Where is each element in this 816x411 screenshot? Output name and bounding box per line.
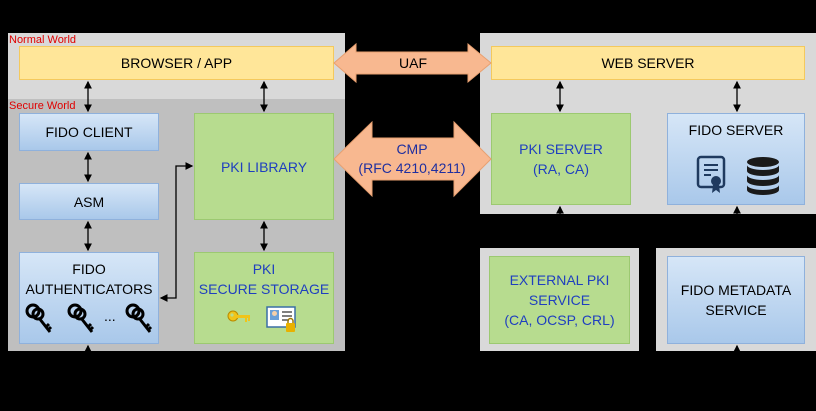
- fido-client-box: FIDO CLIENT: [19, 113, 159, 151]
- fido-client-label: FIDO CLIENT: [45, 124, 133, 140]
- pki-server-label-2: (RA, CA): [533, 161, 589, 177]
- cmp-label-line2: (RFC 4210,4211): [358, 160, 466, 176]
- fido-metadata-label-1: FIDO METADATA: [680, 282, 792, 298]
- fido-authenticators-box: FIDO AUTHENTICATORS: [19, 252, 159, 344]
- ellipsis-text: ...: [104, 308, 116, 324]
- pki-storage-label-1: PKI: [252, 261, 276, 277]
- cmp-label-line1: CMP: [396, 141, 428, 157]
- secure-world-label: Secure World: [9, 100, 76, 112]
- pki-library-box: PKI LIBRARY: [194, 113, 334, 220]
- id-card-icon: [266, 306, 296, 332]
- normal-world-label: Normal World: [9, 34, 77, 46]
- pki-secure-storage-box: PKI SECURE STORAGE: [194, 252, 334, 344]
- cmp-arrow-label: CMP (RFC 4210,4211): [352, 140, 472, 178]
- external-pki-label-3: (CA, OCSP, CRL): [504, 312, 615, 328]
- fido-authenticators-label-1: FIDO: [72, 261, 106, 277]
- key-icon: [125, 303, 153, 333]
- pki-server-box: PKI SERVER (RA, CA): [491, 113, 631, 205]
- fido-server-label: FIDO SERVER: [688, 122, 784, 138]
- certificate-icon: [696, 155, 726, 193]
- key-icon: [227, 310, 250, 322]
- browser-app-box: BROWSER / APP: [19, 46, 334, 80]
- key-icon: [25, 303, 53, 333]
- browser-app-label: BROWSER / APP: [120, 55, 233, 71]
- database-icon: [747, 157, 779, 195]
- web-server-box: WEB SERVER: [491, 46, 805, 80]
- pki-storage-label-2: SECURE STORAGE: [198, 281, 330, 297]
- pki-library-label: PKI LIBRARY: [220, 158, 308, 175]
- uaf-arrow-label: UAF: [399, 55, 427, 71]
- asm-box: ASM: [19, 183, 159, 220]
- asm-label: ASM: [73, 193, 105, 210]
- key-icon: [67, 303, 95, 333]
- external-pki-label-1: EXTERNAL PKI: [509, 272, 610, 288]
- external-pki-label-2: SERVICE: [528, 292, 591, 308]
- web-server-label: WEB SERVER: [601, 55, 695, 71]
- external-pki-service-box: EXTERNAL PKI SERVICE (CA, OCSP, CRL): [489, 256, 630, 344]
- fido-metadata-label-2: SERVICE: [705, 302, 767, 318]
- fido-server-box: FIDO SERVER: [667, 113, 805, 205]
- fido-authenticators-label-2: AUTHENTICATORS: [25, 281, 153, 297]
- fido-metadata-service-box: FIDO METADATA SERVICE: [667, 256, 805, 344]
- pki-server-label-1: PKI SERVER: [519, 141, 603, 157]
